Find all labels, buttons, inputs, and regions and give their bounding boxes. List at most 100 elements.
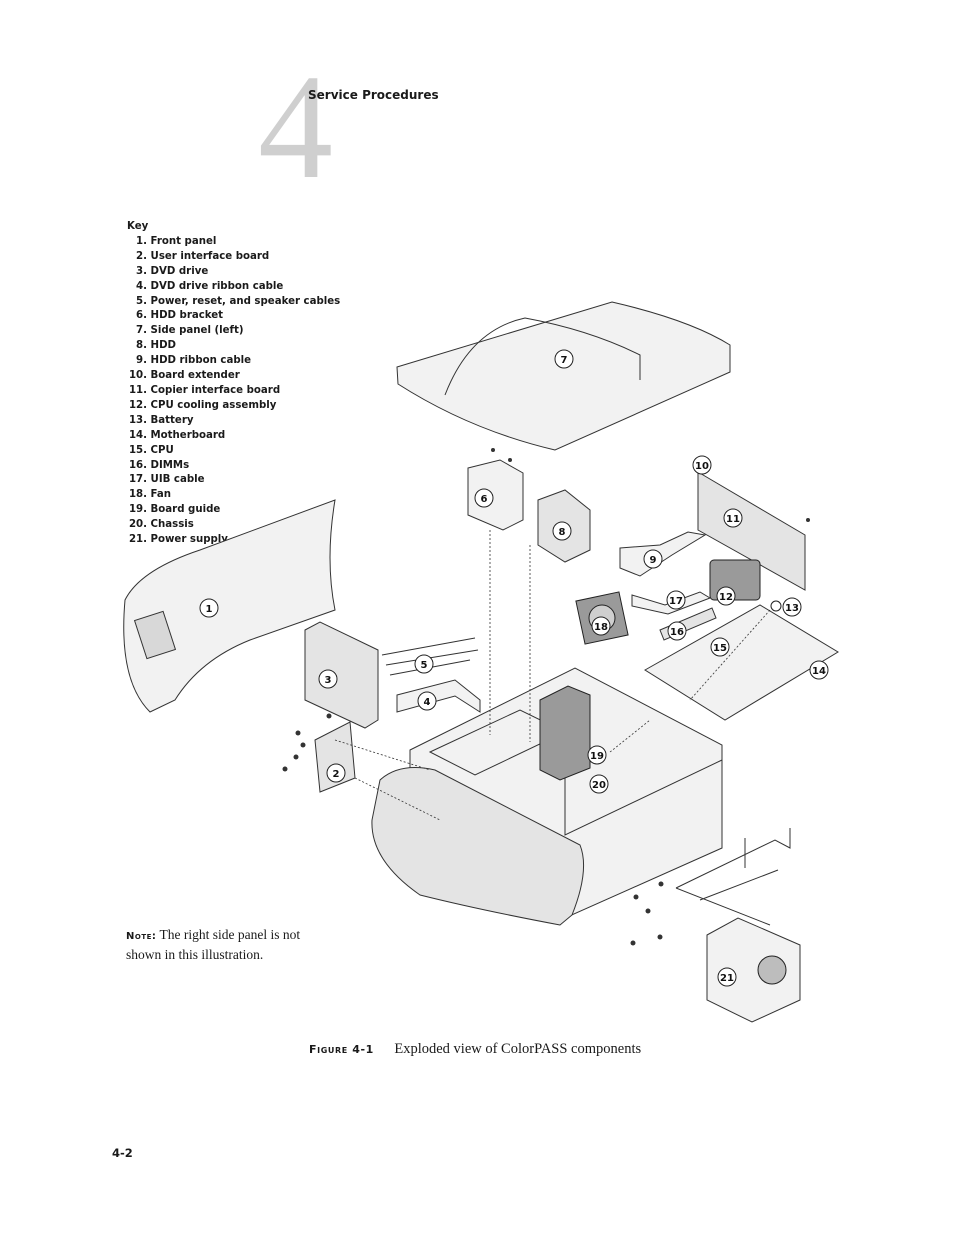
key-item: 20. Chassis bbox=[127, 518, 340, 533]
hdd-ribbon-cable bbox=[619, 531, 707, 577]
power-supply-fan bbox=[757, 955, 787, 985]
svg-text:14: 14 bbox=[812, 666, 826, 677]
key-item-number: 2. bbox=[136, 250, 147, 262]
callout-1: 1 bbox=[199, 598, 219, 618]
power-supply bbox=[706, 917, 801, 1023]
svg-text:20: 20 bbox=[592, 780, 606, 791]
callout-19: 19 bbox=[587, 745, 607, 765]
key-item-label: Board guide bbox=[150, 504, 221, 516]
side-panel-contour bbox=[444, 317, 641, 396]
svg-text:3: 3 bbox=[325, 675, 332, 686]
key-item-label: Motherboard bbox=[150, 429, 226, 441]
key-item-label: HDD bracket bbox=[150, 310, 224, 322]
key-item: 9. HDD ribbon cable bbox=[127, 354, 340, 369]
key-item: 2. User interface board bbox=[127, 250, 340, 265]
callout-4: 4 bbox=[417, 691, 437, 711]
key-item-label: HDD ribbon cable bbox=[150, 355, 252, 367]
figure-caption-text: Exploded view of ColorPASS components bbox=[394, 1041, 642, 1057]
callout-8: 8 bbox=[552, 521, 572, 541]
svg-text:16: 16 bbox=[670, 627, 684, 638]
key-item-number: 12. bbox=[128, 399, 147, 411]
side-panel-left bbox=[396, 301, 731, 451]
key-item-number: 8. bbox=[136, 340, 147, 352]
key-item-number: 18. bbox=[128, 489, 147, 501]
callout-13: 13 bbox=[782, 597, 802, 617]
key-item-label: Copier interface board bbox=[150, 384, 281, 396]
key-item: 1. Front panel bbox=[127, 235, 340, 250]
key-item-number: 14. bbox=[128, 429, 147, 441]
key-item: 12. CPU cooling assembly bbox=[127, 399, 340, 414]
key-item-label: HDD bbox=[150, 340, 176, 352]
key-item: 7. Side panel (left) bbox=[127, 324, 340, 339]
svg-text:10: 10 bbox=[695, 461, 709, 472]
callout-3: 3 bbox=[318, 669, 338, 689]
svg-text:2: 2 bbox=[333, 769, 340, 780]
key-item-label: User interface board bbox=[150, 250, 270, 262]
svg-text:6: 6 bbox=[481, 494, 488, 505]
screws bbox=[282, 448, 810, 946]
svg-text:5: 5 bbox=[421, 660, 428, 671]
key-item-number: 9. bbox=[136, 355, 147, 367]
key-item-number: 21. bbox=[128, 534, 147, 546]
key-item-number: 17. bbox=[128, 474, 147, 486]
key-item-number: 7. bbox=[136, 325, 147, 337]
key-item-number: 5. bbox=[136, 295, 147, 307]
key-item-label: Battery bbox=[150, 414, 194, 426]
key-item-label: Power supply bbox=[150, 534, 228, 546]
key-item-label: UIB cable bbox=[150, 474, 205, 486]
battery bbox=[770, 600, 782, 612]
key-item: 13. Battery bbox=[127, 414, 340, 429]
svg-text:15: 15 bbox=[713, 643, 727, 654]
hdd-bracket bbox=[467, 459, 524, 531]
front-panel-window bbox=[133, 610, 177, 660]
svg-text:17: 17 bbox=[669, 596, 683, 607]
key-item-number: 4. bbox=[136, 280, 147, 292]
key-item-number: 16. bbox=[128, 459, 147, 471]
callout-15: 15 bbox=[710, 637, 730, 657]
key-item: 6. HDD bracket bbox=[127, 309, 340, 324]
svg-text:13: 13 bbox=[785, 603, 799, 614]
key-item-label: Chassis bbox=[150, 519, 194, 531]
key-item-number: 19. bbox=[128, 504, 147, 516]
key-item-label: Power, reset, and speaker cables bbox=[150, 295, 341, 307]
board-guide bbox=[539, 685, 591, 781]
callout-2: 2 bbox=[326, 763, 346, 783]
callout-9: 9 bbox=[643, 549, 663, 569]
dvd-ribbon-cable bbox=[396, 679, 481, 713]
key-item-label: CPU bbox=[150, 444, 174, 456]
key-item: 3. DVD drive bbox=[127, 265, 340, 280]
page-number: 4-2 bbox=[112, 1146, 133, 1160]
svg-text:21: 21 bbox=[720, 973, 734, 984]
callout-17: 17 bbox=[666, 590, 686, 610]
key-item-label: CPU cooling assembly bbox=[150, 399, 277, 411]
svg-text:4: 4 bbox=[424, 697, 431, 708]
key-item-label: Front panel bbox=[150, 235, 217, 247]
key-item-label: DVD drive bbox=[150, 265, 209, 277]
illustration-note: Note: The right side panel is not shown … bbox=[126, 926, 306, 964]
dvd-drive bbox=[304, 621, 379, 729]
key-item-label: Fan bbox=[150, 489, 172, 501]
key-item-number: 11. bbox=[128, 384, 147, 396]
callout-18: 18 bbox=[591, 616, 611, 636]
svg-text:1: 1 bbox=[206, 604, 213, 615]
assembly-guides bbox=[334, 530, 771, 821]
callout-11: 11 bbox=[723, 508, 743, 528]
key-item-number: 1. bbox=[136, 235, 147, 247]
svg-text:9: 9 bbox=[650, 555, 657, 566]
key-item: 10. Board extender bbox=[127, 369, 340, 384]
key-item: 16. DIMMs bbox=[127, 459, 340, 474]
key-item-label: Side panel (left) bbox=[150, 325, 244, 337]
callout-14: 14 bbox=[809, 660, 829, 680]
note-text: The right side panel is not shown in thi… bbox=[126, 927, 301, 962]
svg-text:18: 18 bbox=[594, 622, 608, 633]
callout-12: 12 bbox=[716, 586, 736, 606]
key-item: 11. Copier interface board bbox=[127, 384, 340, 399]
motherboard bbox=[644, 604, 839, 721]
key-item-number: 3. bbox=[136, 265, 147, 277]
figure-caption: Figure 4-1 Exploded view of ColorPASS co… bbox=[309, 1040, 641, 1058]
key-item: 17. UIB cable bbox=[127, 473, 340, 488]
key-item-label: DIMMs bbox=[150, 459, 190, 471]
callout-21: 21 bbox=[717, 967, 737, 987]
key-item-number: 15. bbox=[128, 444, 147, 456]
